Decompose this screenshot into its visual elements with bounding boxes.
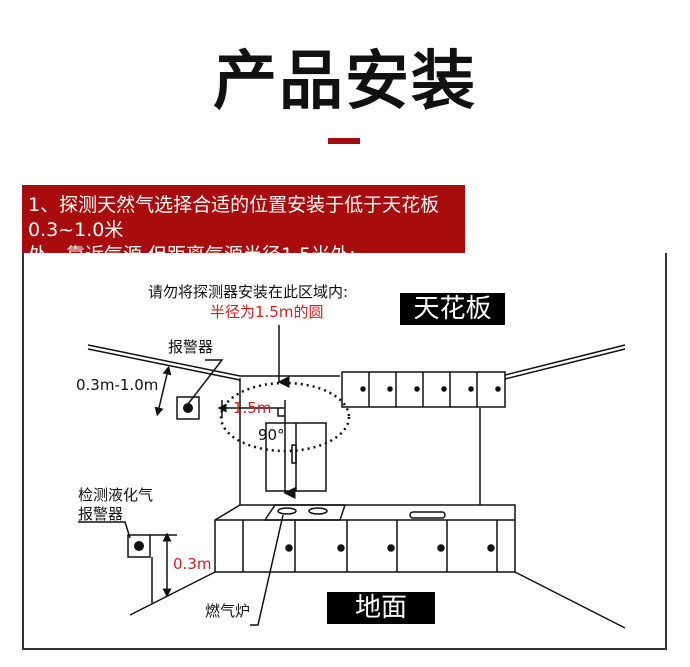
radius-label: 1.5m [233, 399, 272, 417]
height-dimension [154, 365, 172, 417]
angle-mark [277, 408, 285, 417]
warning-radius-text: 半径为1.5m的圆 [210, 303, 324, 321]
stove-label: 燃气炉 [205, 602, 251, 620]
alarm-label: 报警器 [168, 338, 214, 356]
stove-leader [250, 514, 284, 626]
diagram-frame [22, 253, 667, 650]
instruction-line-1: 1、探测天然气选择合适的位置安装于低于天花板0.3~1.0米 [28, 194, 440, 241]
alarm-detector-icon [176, 396, 200, 420]
range-hood [265, 422, 327, 492]
instruction-line-2: 处，靠近气源,但距离气源半径1.5米外; [28, 244, 356, 266]
counter [214, 504, 516, 573]
lpg-height-label: 0.3m [173, 555, 212, 573]
ceiling-label: 天花板 [400, 293, 505, 325]
radius-dimension [222, 400, 284, 418]
lpg-label-1: 检测液化气 [78, 486, 154, 504]
upper-cabinets [341, 371, 506, 408]
ceiling-lines [87, 344, 626, 381]
floor-label: 地面 [327, 592, 435, 624]
height-range-label: 0.3m-1.0m [76, 376, 159, 394]
alarm-leader [187, 359, 224, 405]
floor-lines [129, 571, 626, 629]
angle-label: 90° [258, 426, 285, 444]
stove-icon [263, 504, 347, 521]
warning-text: 请勿将探测器安装在此区域内: [148, 283, 349, 301]
lpg-detector-icon [127, 534, 151, 558]
instruction-banner: 1、探测天然气选择合适的位置安装于低于天花板0.3~1.0米 处，靠近气源,但距… [22, 185, 465, 266]
lpg-label-2: 报警器 [78, 505, 124, 523]
title-underline [328, 138, 360, 144]
lpg-leader [78, 521, 131, 539]
back-wall [239, 378, 481, 505]
page-title: 产品安装 [213, 45, 477, 119]
